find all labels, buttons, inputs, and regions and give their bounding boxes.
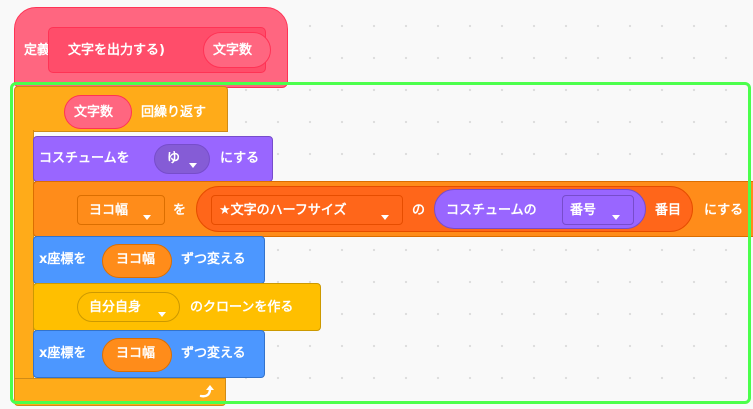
custom-block-label: 文字を出力する) (68, 43, 165, 58)
repeat-count-label: 文字数 (74, 105, 114, 120)
chevron-down-icon (381, 207, 389, 226)
change-x-prefix: x座標を (39, 346, 87, 361)
param-reporter-label: 文字数 (213, 43, 253, 58)
repeat-block-spine (14, 130, 34, 382)
variable-reporter[interactable] (102, 338, 172, 372)
create-clone-suffix: のクローンを作る (190, 300, 294, 315)
change-x-prefix: x座標を (39, 252, 87, 267)
chevron-down-icon (158, 304, 166, 323)
variable-reporter-label: ヨコ幅 (116, 346, 156, 361)
chevron-down-icon (143, 207, 151, 226)
change-x-suffix: ずつ変える (181, 252, 246, 267)
switch-costume-suffix: にする (220, 151, 260, 166)
chevron-down-icon (612, 207, 620, 226)
change-x-suffix: ずつ変える (181, 346, 246, 361)
list-dropdown[interactable] (211, 195, 403, 225)
repeat-block-bottom (14, 378, 226, 406)
set-variable-suffix: にする (704, 203, 744, 218)
variable-dropdown[interactable] (77, 195, 165, 225)
set-to-label: を (173, 203, 187, 218)
switch-costume-block[interactable] (33, 136, 273, 182)
variable-dropdown-value: ヨコ幅 (89, 203, 129, 218)
costume-option-dropdown[interactable] (562, 195, 634, 225)
costume-dropdown[interactable] (154, 144, 210, 174)
variable-reporter-label: ヨコ幅 (116, 252, 156, 267)
switch-costume-prefix: コスチュームを (39, 151, 130, 166)
param-reporter[interactable] (203, 32, 271, 68)
of-label: の (412, 203, 426, 218)
costume-dropdown-value: ゆ (167, 151, 181, 166)
chevron-down-icon (189, 155, 197, 174)
define-keyword: 定義 (24, 43, 51, 58)
clone-target-dropdown[interactable] (77, 292, 180, 322)
variable-reporter[interactable] (102, 244, 172, 278)
repeat-count-reporter[interactable] (64, 95, 132, 129)
list-dropdown-value: ★文字のハーフサイズ (219, 203, 347, 218)
costume-option-value: 番号 (570, 203, 597, 218)
clone-target-value: 自分自身 (89, 300, 142, 315)
loop-arrow-icon (199, 385, 214, 398)
costume-reporter-prefix: コスチュームの (446, 203, 537, 218)
repeat-label: 回繰り返す (141, 105, 207, 120)
index-suffix: 番目 (655, 203, 682, 218)
